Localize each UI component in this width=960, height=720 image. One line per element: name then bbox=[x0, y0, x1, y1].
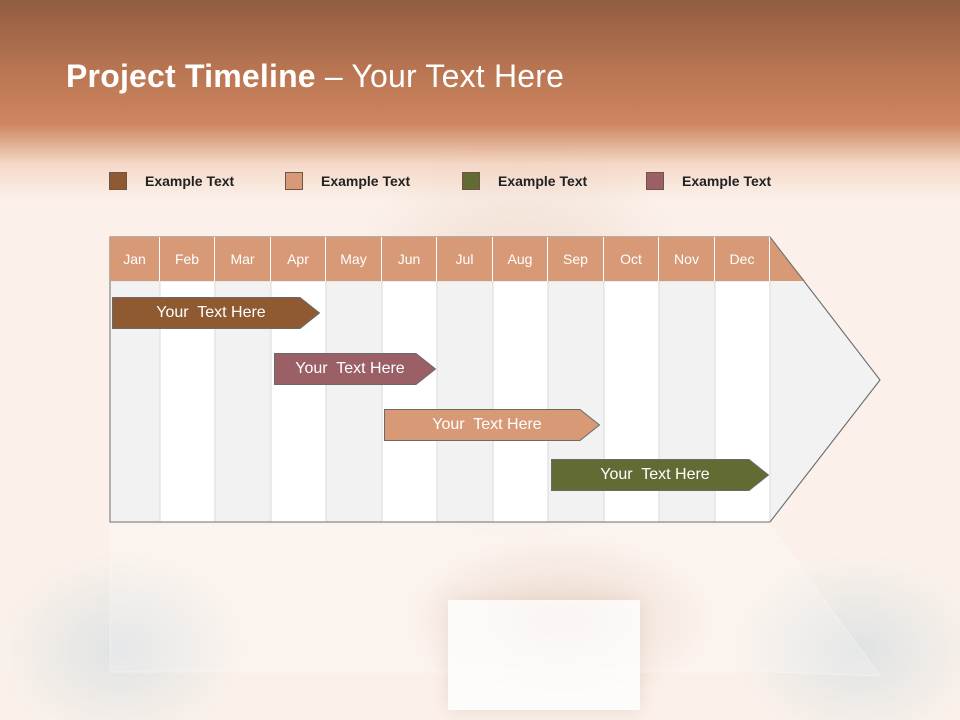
month-column bbox=[436, 280, 494, 523]
task-arrow-shape bbox=[384, 409, 600, 441]
month-header-apr: Apr bbox=[271, 237, 326, 281]
month-header-jan: Jan bbox=[110, 237, 160, 281]
legend-swatch bbox=[109, 172, 127, 190]
task-arrow-shape bbox=[551, 459, 769, 491]
legend-label: Example Text bbox=[498, 173, 588, 189]
legend-item: Example Text bbox=[462, 170, 587, 192]
month-header-jul: Jul bbox=[437, 237, 493, 281]
task-label: Your Text Here bbox=[156, 304, 266, 321]
legend-label: Example Text bbox=[321, 173, 411, 189]
month-header-may: May bbox=[326, 237, 382, 281]
month-header-dec: Dec bbox=[715, 237, 770, 281]
task-arrow-shape bbox=[112, 297, 320, 329]
legend-swatch bbox=[285, 172, 303, 190]
month-column bbox=[381, 280, 438, 523]
month-column bbox=[325, 280, 383, 523]
task-arrow-fill bbox=[384, 409, 600, 441]
header-band bbox=[0, 0, 960, 200]
task-arrow-fill bbox=[551, 459, 769, 491]
legend: Example Text Example Text Example Text E… bbox=[0, 170, 960, 194]
task-arrow-fill bbox=[112, 297, 320, 329]
legend-label: Example Text bbox=[682, 173, 772, 189]
task-arrow[interactable]: Your Text Here bbox=[551, 459, 769, 491]
task-arrow[interactable]: Your Text Here bbox=[112, 297, 320, 329]
task-label: Your Text Here bbox=[295, 360, 405, 377]
task-arrow-shape bbox=[274, 353, 436, 385]
title-bold: Project Timeline bbox=[66, 58, 316, 94]
task-arrow[interactable]: Your Text Here bbox=[384, 409, 600, 441]
title-rest: – Your Text Here bbox=[315, 58, 565, 94]
legend-item: Example Text bbox=[109, 170, 234, 192]
task-arrow-fill bbox=[274, 353, 436, 385]
task-arrow[interactable]: Your Text Here bbox=[274, 353, 436, 385]
legend-swatch bbox=[462, 172, 480, 190]
task-label: Your Text Here bbox=[600, 466, 710, 483]
task-label: Your Text Here bbox=[432, 416, 542, 433]
month-header-sep: Sep bbox=[548, 237, 604, 281]
month-header-aug: Aug bbox=[493, 237, 548, 281]
legend-item: Example Text bbox=[646, 170, 771, 192]
month-header-oct: Oct bbox=[604, 237, 659, 281]
timeline-reflection bbox=[109, 525, 882, 677]
month-header-jun: Jun bbox=[382, 237, 437, 281]
legend-item: Example Text bbox=[285, 170, 410, 192]
month-header-mar: Mar bbox=[215, 237, 271, 281]
month-header-nov: Nov bbox=[659, 237, 715, 281]
page-title: Project Timeline – Your Text Here bbox=[66, 58, 564, 95]
legend-swatch bbox=[646, 172, 664, 190]
month-header-feb: Feb bbox=[160, 237, 215, 281]
legend-label: Example Text bbox=[145, 173, 235, 189]
background-card bbox=[448, 600, 640, 710]
month-column bbox=[492, 280, 549, 523]
